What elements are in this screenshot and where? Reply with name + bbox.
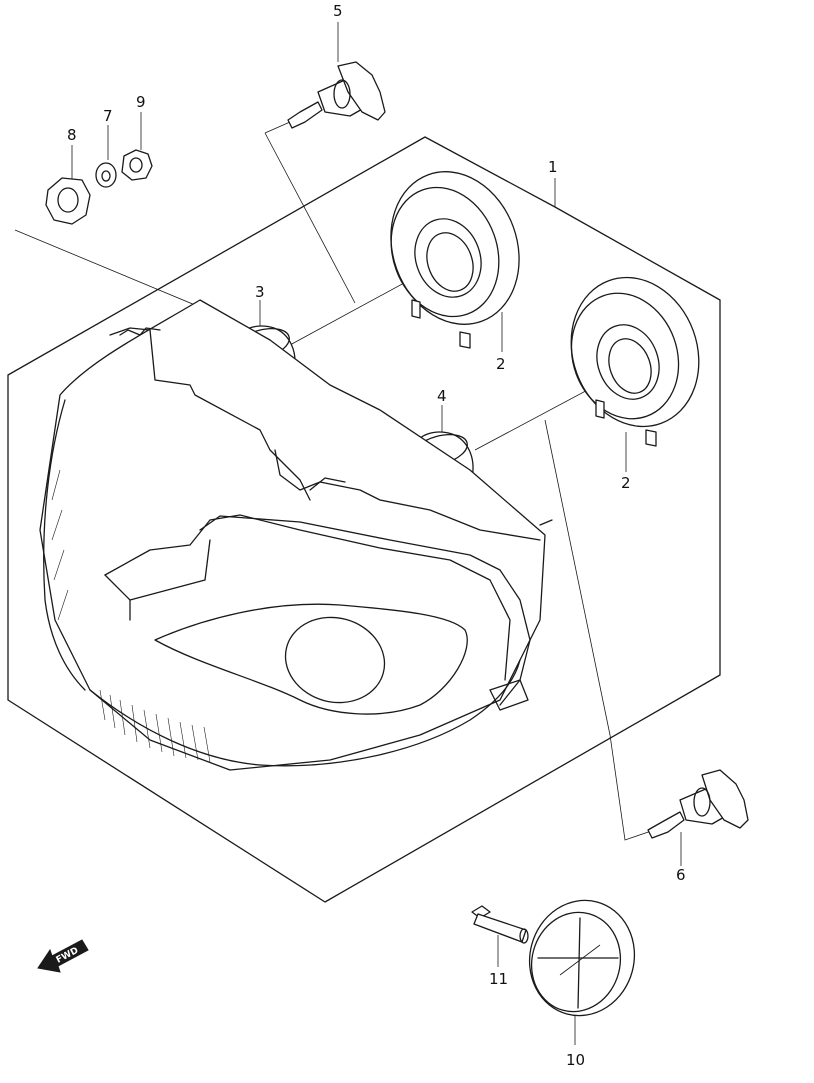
callout-1: 1 <box>548 158 558 176</box>
socket-part-2-upper <box>390 171 520 349</box>
callout-9: 9 <box>136 93 146 111</box>
callout-6: 6 <box>676 866 686 884</box>
callout-8: 8 <box>67 126 77 144</box>
callout-3: 3 <box>255 283 265 301</box>
callout-5: 5 <box>333 2 343 20</box>
stud-part-11 <box>471 905 529 944</box>
nut-part-9 <box>121 149 153 181</box>
socket-part-2-lower <box>570 276 700 447</box>
bulb-part-5 <box>287 61 386 129</box>
callout-2-upper: 2 <box>496 355 506 373</box>
callout-4: 4 <box>437 387 447 405</box>
cap-part-10 <box>528 899 636 1017</box>
fwd-arrow-icon: FWD <box>37 939 89 973</box>
callout-7: 7 <box>103 107 113 125</box>
headlamp-lens-shading <box>51 469 211 763</box>
headlamp-assembly-part-1 <box>39 299 553 771</box>
callout-11: 11 <box>489 970 508 988</box>
leader-lines <box>14 22 682 1045</box>
nut-part-8 <box>45 177 91 225</box>
assembly-boundary <box>7 136 721 903</box>
washer-part-7 <box>95 162 117 188</box>
bulb-part-6 <box>647 769 749 839</box>
callout-2-lower: 2 <box>621 474 631 492</box>
callout-labels: 1 2 2 3 4 5 6 7 8 9 10 11 <box>67 2 686 1069</box>
callout-10: 10 <box>566 1051 585 1069</box>
